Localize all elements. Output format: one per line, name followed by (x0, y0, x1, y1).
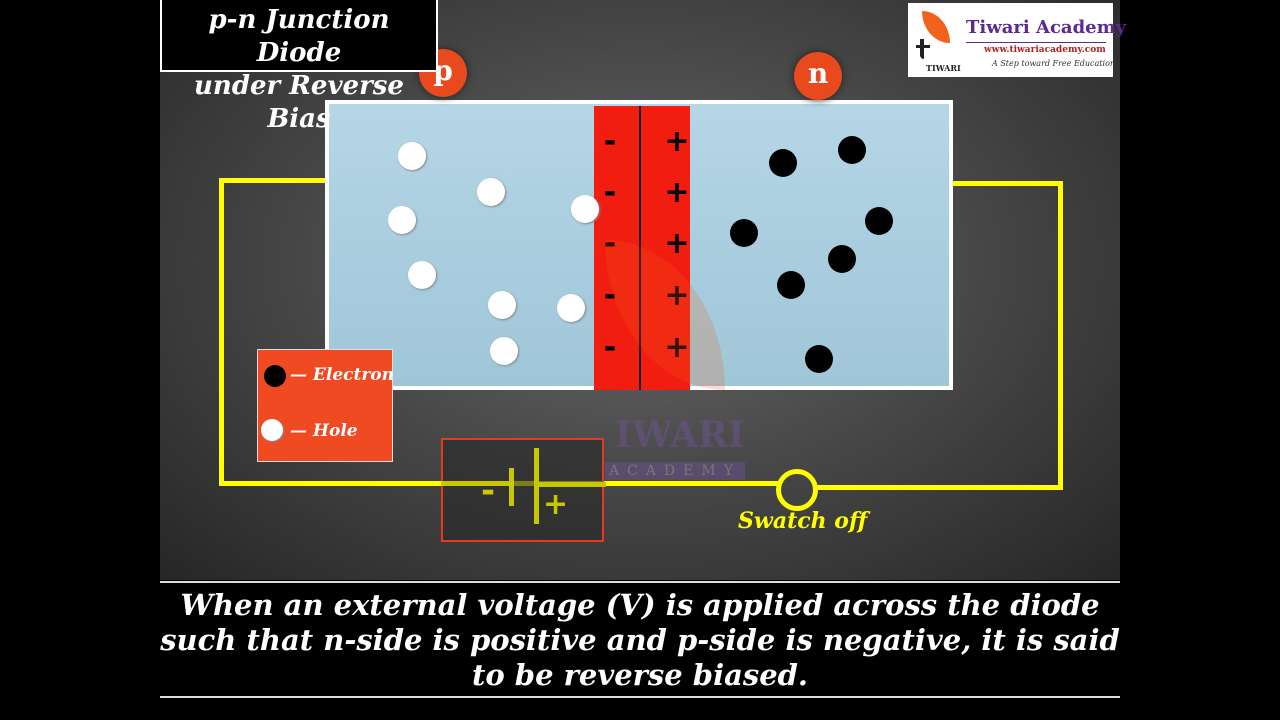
electron-icon (264, 365, 286, 387)
legend-hole: — Hole (290, 421, 358, 441)
electron (805, 345, 833, 373)
hole (398, 142, 426, 170)
hole (388, 206, 416, 234)
battery-pos-label: + (543, 487, 569, 522)
switch-label: Swatch off (738, 508, 868, 534)
hole (490, 337, 518, 365)
switch (776, 469, 818, 511)
logo: TIWARI Tiwari Academy www.tiwariacademy.… (908, 3, 1126, 77)
battery-neg-plate (509, 468, 514, 506)
title-line-2: under Reverse Bias (194, 71, 404, 134)
hole (488, 291, 516, 319)
divider (160, 581, 1120, 583)
battery-wire (441, 481, 509, 486)
logo-t-icon-bar (916, 45, 930, 48)
negative-ion-sign: - (603, 175, 617, 210)
logo-name: Tiwari Academy (966, 17, 1127, 38)
slide-title: p-n Junction Diode under Reverse Bias (160, 0, 438, 134)
positive-ion-sign: + (664, 278, 690, 313)
electron (865, 207, 893, 235)
wire (219, 178, 325, 183)
electron (777, 271, 805, 299)
legend-electron: — Electron (290, 365, 395, 385)
positive-ion-sign: + (664, 175, 690, 210)
hole (477, 178, 505, 206)
logo-url: www.tiwariacademy.com (984, 45, 1106, 55)
logo-t-icon (920, 39, 924, 59)
divider (160, 696, 1120, 698)
positive-ion-sign: + (664, 124, 690, 159)
logo-leaf-icon (922, 11, 950, 43)
logo-tagline: A Step toward Free Education (992, 59, 1116, 68)
wire (1058, 181, 1063, 490)
legend: — Electron — Hole (257, 349, 395, 462)
negative-ion-sign: - (603, 330, 617, 365)
logo-mark: TIWARI (926, 63, 961, 73)
electron (838, 136, 866, 164)
electron (769, 149, 797, 177)
p-terminal: p (419, 49, 467, 97)
title-line-1: p-n Junction Diode (208, 5, 390, 68)
wire (953, 181, 1063, 186)
junction-line (639, 106, 641, 390)
battery-pos-plate (534, 448, 539, 524)
hole (571, 195, 599, 223)
battery-wire (539, 482, 606, 487)
caption: When an external voltage (V) is applied … (160, 588, 1120, 692)
negative-ion-sign: - (603, 278, 617, 313)
negative-ion-sign: - (603, 124, 617, 159)
battery: - + (441, 438, 606, 542)
depletion-region (594, 106, 690, 390)
hole (557, 294, 585, 322)
wire (814, 485, 1063, 490)
logo-divider (966, 42, 1106, 43)
positive-ion-sign: + (664, 226, 690, 261)
hole-icon (261, 419, 283, 441)
electron (730, 219, 758, 247)
negative-ion-sign: - (603, 226, 617, 261)
battery-neg-label: - (481, 471, 496, 511)
electron (828, 245, 856, 273)
n-terminal: n (794, 52, 842, 100)
positive-ion-sign: + (664, 330, 690, 365)
wire (219, 178, 224, 486)
hole (408, 261, 436, 289)
